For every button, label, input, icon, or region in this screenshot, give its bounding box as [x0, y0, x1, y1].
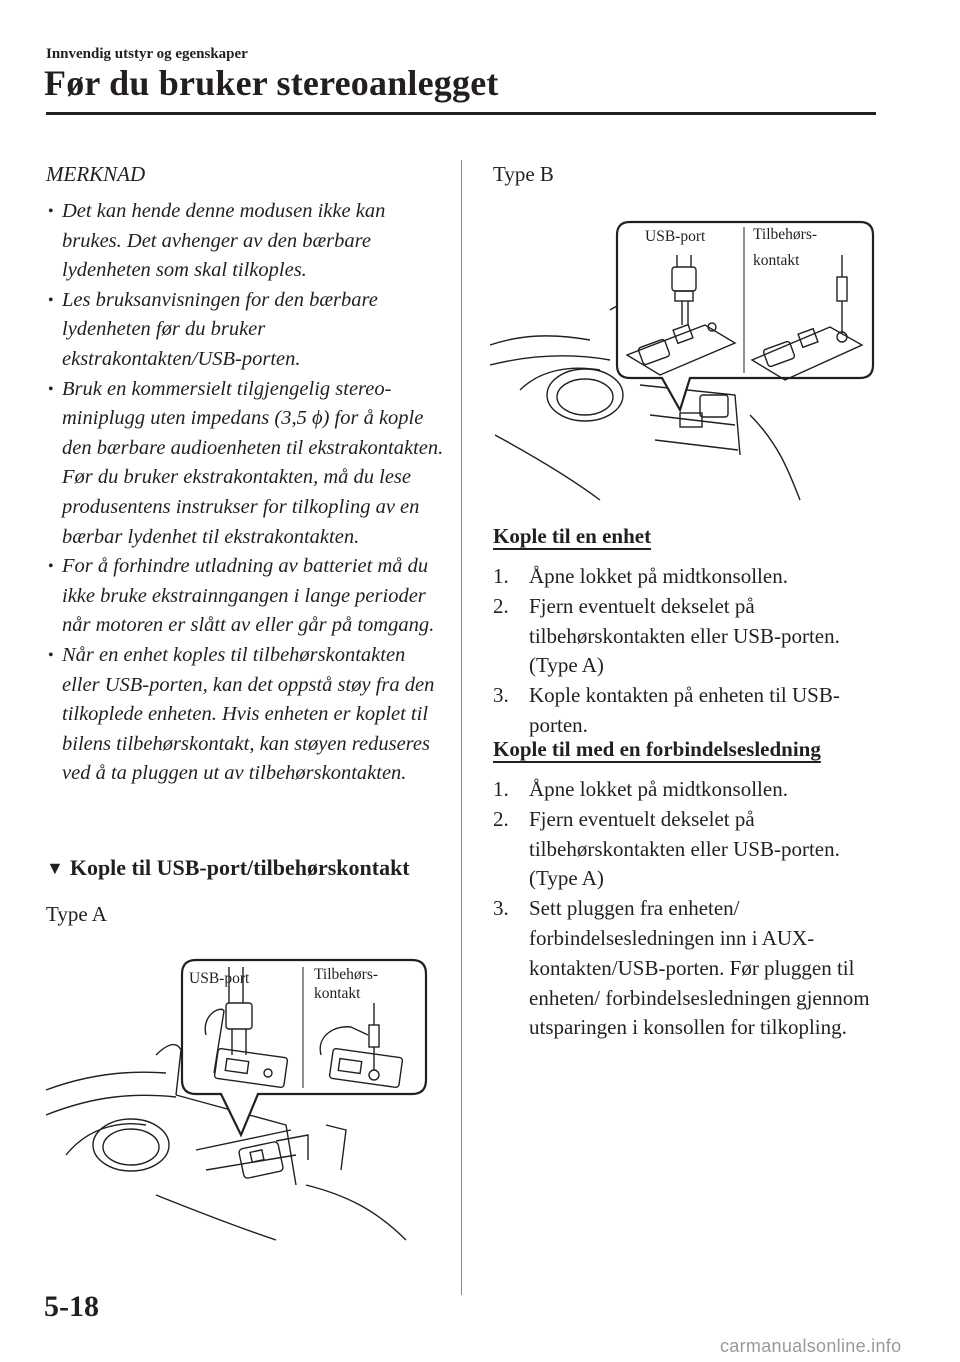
- figure-type-a-label: Type A: [46, 902, 107, 926]
- watermark: carmanualsonline.info: [720, 1336, 902, 1356]
- note-item-text: Det kan hende denne modusen ikke kan bru…: [62, 200, 386, 282]
- title-divider: [46, 112, 876, 115]
- figure-type-a: USB-port Tilbehørs- kontakt: [46, 958, 428, 1241]
- aux-plug-icon: [319, 1003, 404, 1089]
- step-number: 3.: [493, 683, 509, 708]
- step-item: 3. Sett pluggen fra enheten/ forbindelses…: [493, 894, 878, 1043]
- usb-port-label: USB-port: [189, 970, 250, 987]
- bullet-icon: •: [48, 646, 54, 664]
- step-number: 2.: [493, 806, 509, 831]
- figure-type-b-label: Type B: [493, 162, 554, 186]
- note-item-text: For å forhindre utladning av batteriet m…: [62, 555, 435, 637]
- aux-label-line1: Tilbehørs-: [314, 966, 378, 983]
- procedure-steps-device: 1. Åpne lokket på midtkonsollen. 2. Fjern …: [493, 562, 878, 741]
- aux-label-line1: Tilbehørs-: [753, 226, 817, 243]
- note-item-text: Les bruksanvisningen for den bærbare lyd…: [62, 288, 378, 370]
- callout-bubble: [180, 958, 428, 1138]
- step-number: 2.: [493, 593, 509, 618]
- step-text: Kople kontakten på enheten til USB-porte…: [529, 683, 840, 737]
- step-text: Åpne lokket på midtkonsollen.: [529, 564, 788, 588]
- note-list: • Det kan hende denne modusen ikke kan br…: [46, 197, 446, 789]
- section-label: Innvendig utstyr og egenskaper: [46, 46, 248, 62]
- step-item: 1. Åpne lokket på midtkonsollen.: [493, 775, 878, 805]
- console-illustration: [46, 1043, 407, 1241]
- subsection-title: Kople til USB-port/tilbehørskontakt: [69, 855, 410, 880]
- step-item: 3. Kople kontakten på enheten til USB-por…: [493, 681, 878, 741]
- page-title: Før du bruker stereoanlegget: [44, 63, 499, 103]
- note-item-text: Bruk en kommersielt tilgjengelig stereo-…: [62, 377, 444, 548]
- subsection-heading: ▼Kople til USB-port/tilbehørskontakt: [46, 855, 410, 881]
- step-number: 1.: [493, 777, 509, 801]
- note-heading: MERKNAD: [46, 162, 146, 186]
- column-divider: [461, 160, 462, 1295]
- step-item: 1. Åpne lokket på midtkonsollen.: [493, 562, 878, 592]
- usb-port-label: USB-port: [645, 228, 706, 245]
- note-item: • Les bruksanvisningen for den bærbare ly…: [46, 286, 446, 375]
- page-number: 5-18: [44, 1290, 99, 1323]
- triangle-marker-icon: ▼: [46, 858, 64, 878]
- step-text: Fjern eventuelt dekselet på tilbehørskon…: [529, 593, 840, 678]
- step-number: 1.: [493, 564, 509, 588]
- aux-label-line2: kontakt: [753, 252, 800, 269]
- bullet-icon: •: [48, 291, 54, 309]
- usb-plug-icon: [204, 967, 289, 1089]
- bullet-icon: •: [48, 380, 54, 398]
- note-item: • Bruk en kommersielt tilgjengelig stereo…: [46, 375, 446, 553]
- bullet-icon: •: [48, 558, 54, 576]
- note-item: • Det kan hende denne modusen ikke kan br…: [46, 197, 446, 286]
- step-text: Sett pluggen fra enheten/ forbindelsesle…: [529, 896, 870, 1040]
- procedure-heading-device: Kople til en enhet: [493, 524, 652, 548]
- procedure-heading-cable: Kople til med en forbindelsesledning: [493, 737, 821, 761]
- step-item: 2. Fjern eventuelt dekselet på tilbehørsk…: [493, 805, 878, 894]
- callout-bubble: [615, 220, 875, 413]
- aux-label-line2: kontakt: [314, 985, 361, 1002]
- step-text: Fjern eventuelt dekselet på tilbehørskon…: [529, 806, 840, 891]
- bullet-icon: •: [48, 203, 54, 220]
- procedure-steps-cable: 1. Åpne lokket på midtkonsollen. 2. Fjern …: [493, 775, 878, 1043]
- note-item: • Når en enhet koples til tilbehørskontak…: [46, 641, 446, 789]
- step-text: Åpne lokket på midtkonsollen.: [529, 777, 788, 801]
- usb-plug-icon: [625, 255, 737, 376]
- note-item-text: Når en enhet koples til tilbehørskontakt…: [62, 643, 435, 785]
- figure-type-b: USB-port Tilbehørs- kontakt: [490, 220, 875, 501]
- step-number: 3.: [493, 896, 509, 921]
- aux-plug-icon: [750, 255, 864, 381]
- step-item: 2. Fjern eventuelt dekselet på tilbehørsk…: [493, 592, 878, 681]
- note-item: • For å forhindre utladning av batteriet …: [46, 552, 446, 641]
